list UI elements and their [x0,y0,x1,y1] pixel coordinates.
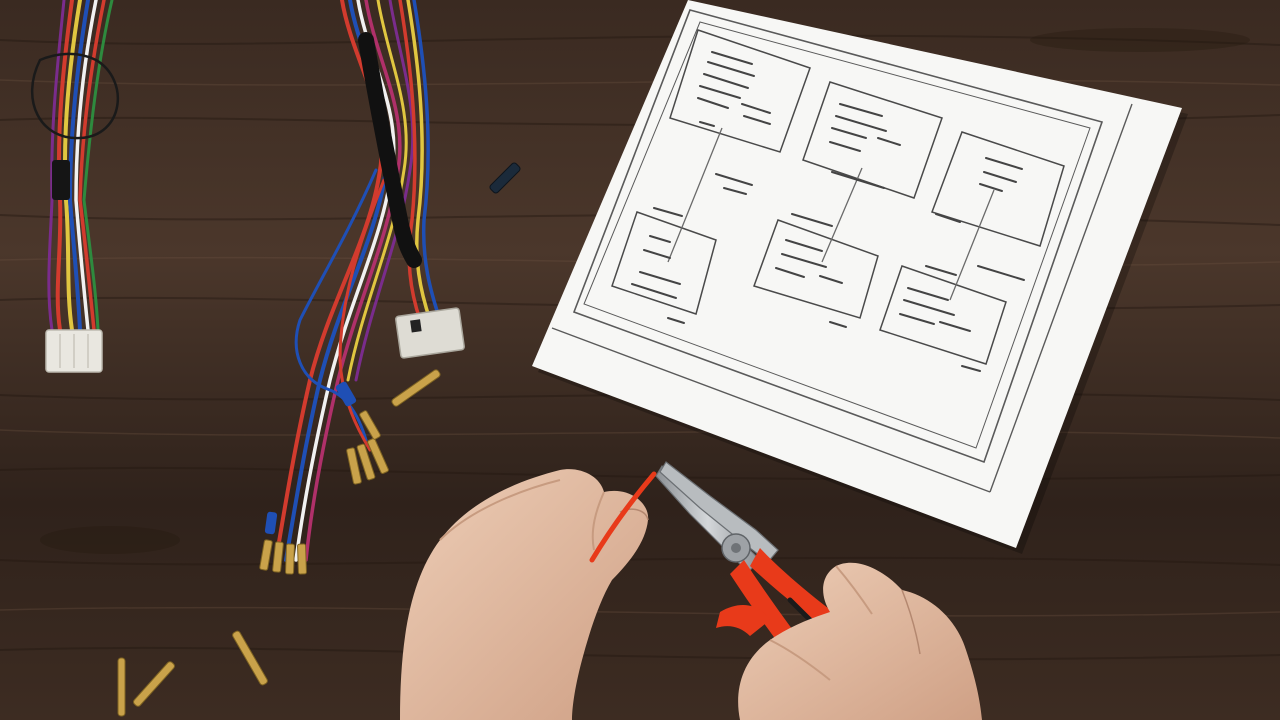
wire-harness-left [30,0,120,332]
schematic-wire [667,127,995,301]
right-hand [738,562,982,720]
schematic-sheet [532,0,1188,554]
schematic-markings [631,51,1025,372]
crimp-terminal [259,410,389,575]
red-wire-in-hand [589,471,657,563]
connector-plug-center [395,307,465,359]
insulator-sleeve [264,381,357,535]
loose-terminal [117,162,521,717]
schematic-block [611,29,1065,365]
connector-plug-left [45,329,103,373]
wire-harness-center [274,0,442,562]
